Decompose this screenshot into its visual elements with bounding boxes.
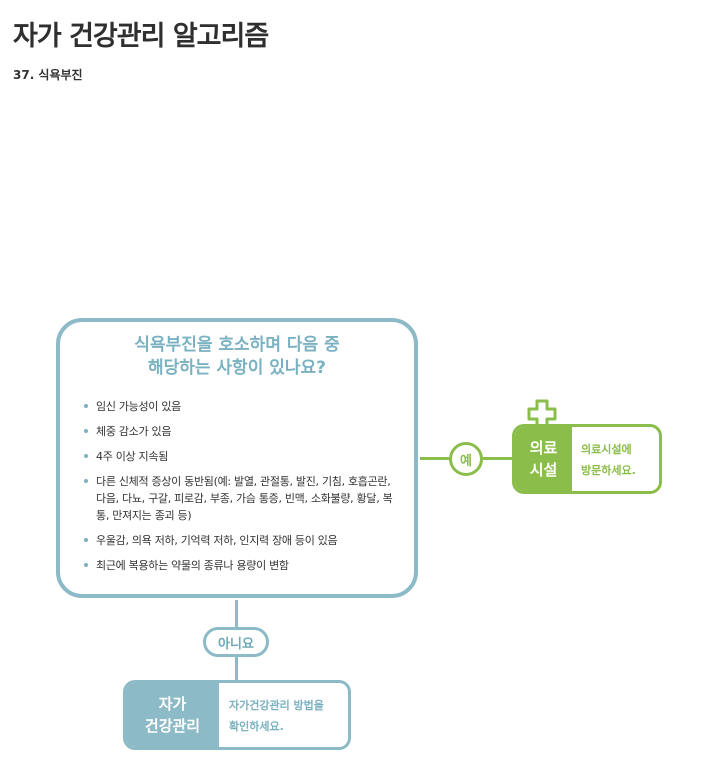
medical-result-box: 의료 시설 의료시설에 방문하세요. [512,424,662,494]
criteria-list: 임신 가능성이 있음 체중 감소가 있음 4주 이상 지속됨 다른 신체적 증상… [82,398,402,582]
medical-result-label: 의료 시설 [515,427,572,491]
criteria-item: 다른 신체적 증상이 동반됨(예: 발열, 관절통, 발진, 기침, 호흡곤란,… [82,473,402,524]
page-title: 자가 건강관리 알고리즘 [13,21,269,52]
medical-result-description: 의료시설에 방문하세요. [581,443,636,477]
section-title: 37. 식욕부진 [13,68,83,82]
selfcare-result-description: 자가건강관리 방법을 확인하세요. [229,699,324,733]
question-title: 식욕부진을 호소하며 다음 중 해당하는 사항이 있나요? [134,335,340,378]
yes-badge: 예 [449,442,483,476]
selfcare-result-box: 자가 건강관리 자가건강관리 방법을 확인하세요. [123,680,351,750]
no-badge: 아니요 [203,627,269,657]
criteria-item: 우울감, 의욕 저하, 기억력 저하, 인지력 장애 등이 있음 [82,532,402,549]
selfcare-result-label: 자가 건강관리 [126,683,219,747]
criteria-item: 임신 가능성이 있음 [82,398,402,415]
criteria-item: 체중 감소가 있음 [82,423,402,440]
criteria-item: 4주 이상 지속됨 [82,448,402,465]
question-box: 식욕부진을 호소하며 다음 중 해당하는 사항이 있나요? 임신 가능성이 있음… [56,318,418,598]
criteria-item: 최근에 복용하는 약물의 종류나 용량이 변함 [82,557,402,574]
